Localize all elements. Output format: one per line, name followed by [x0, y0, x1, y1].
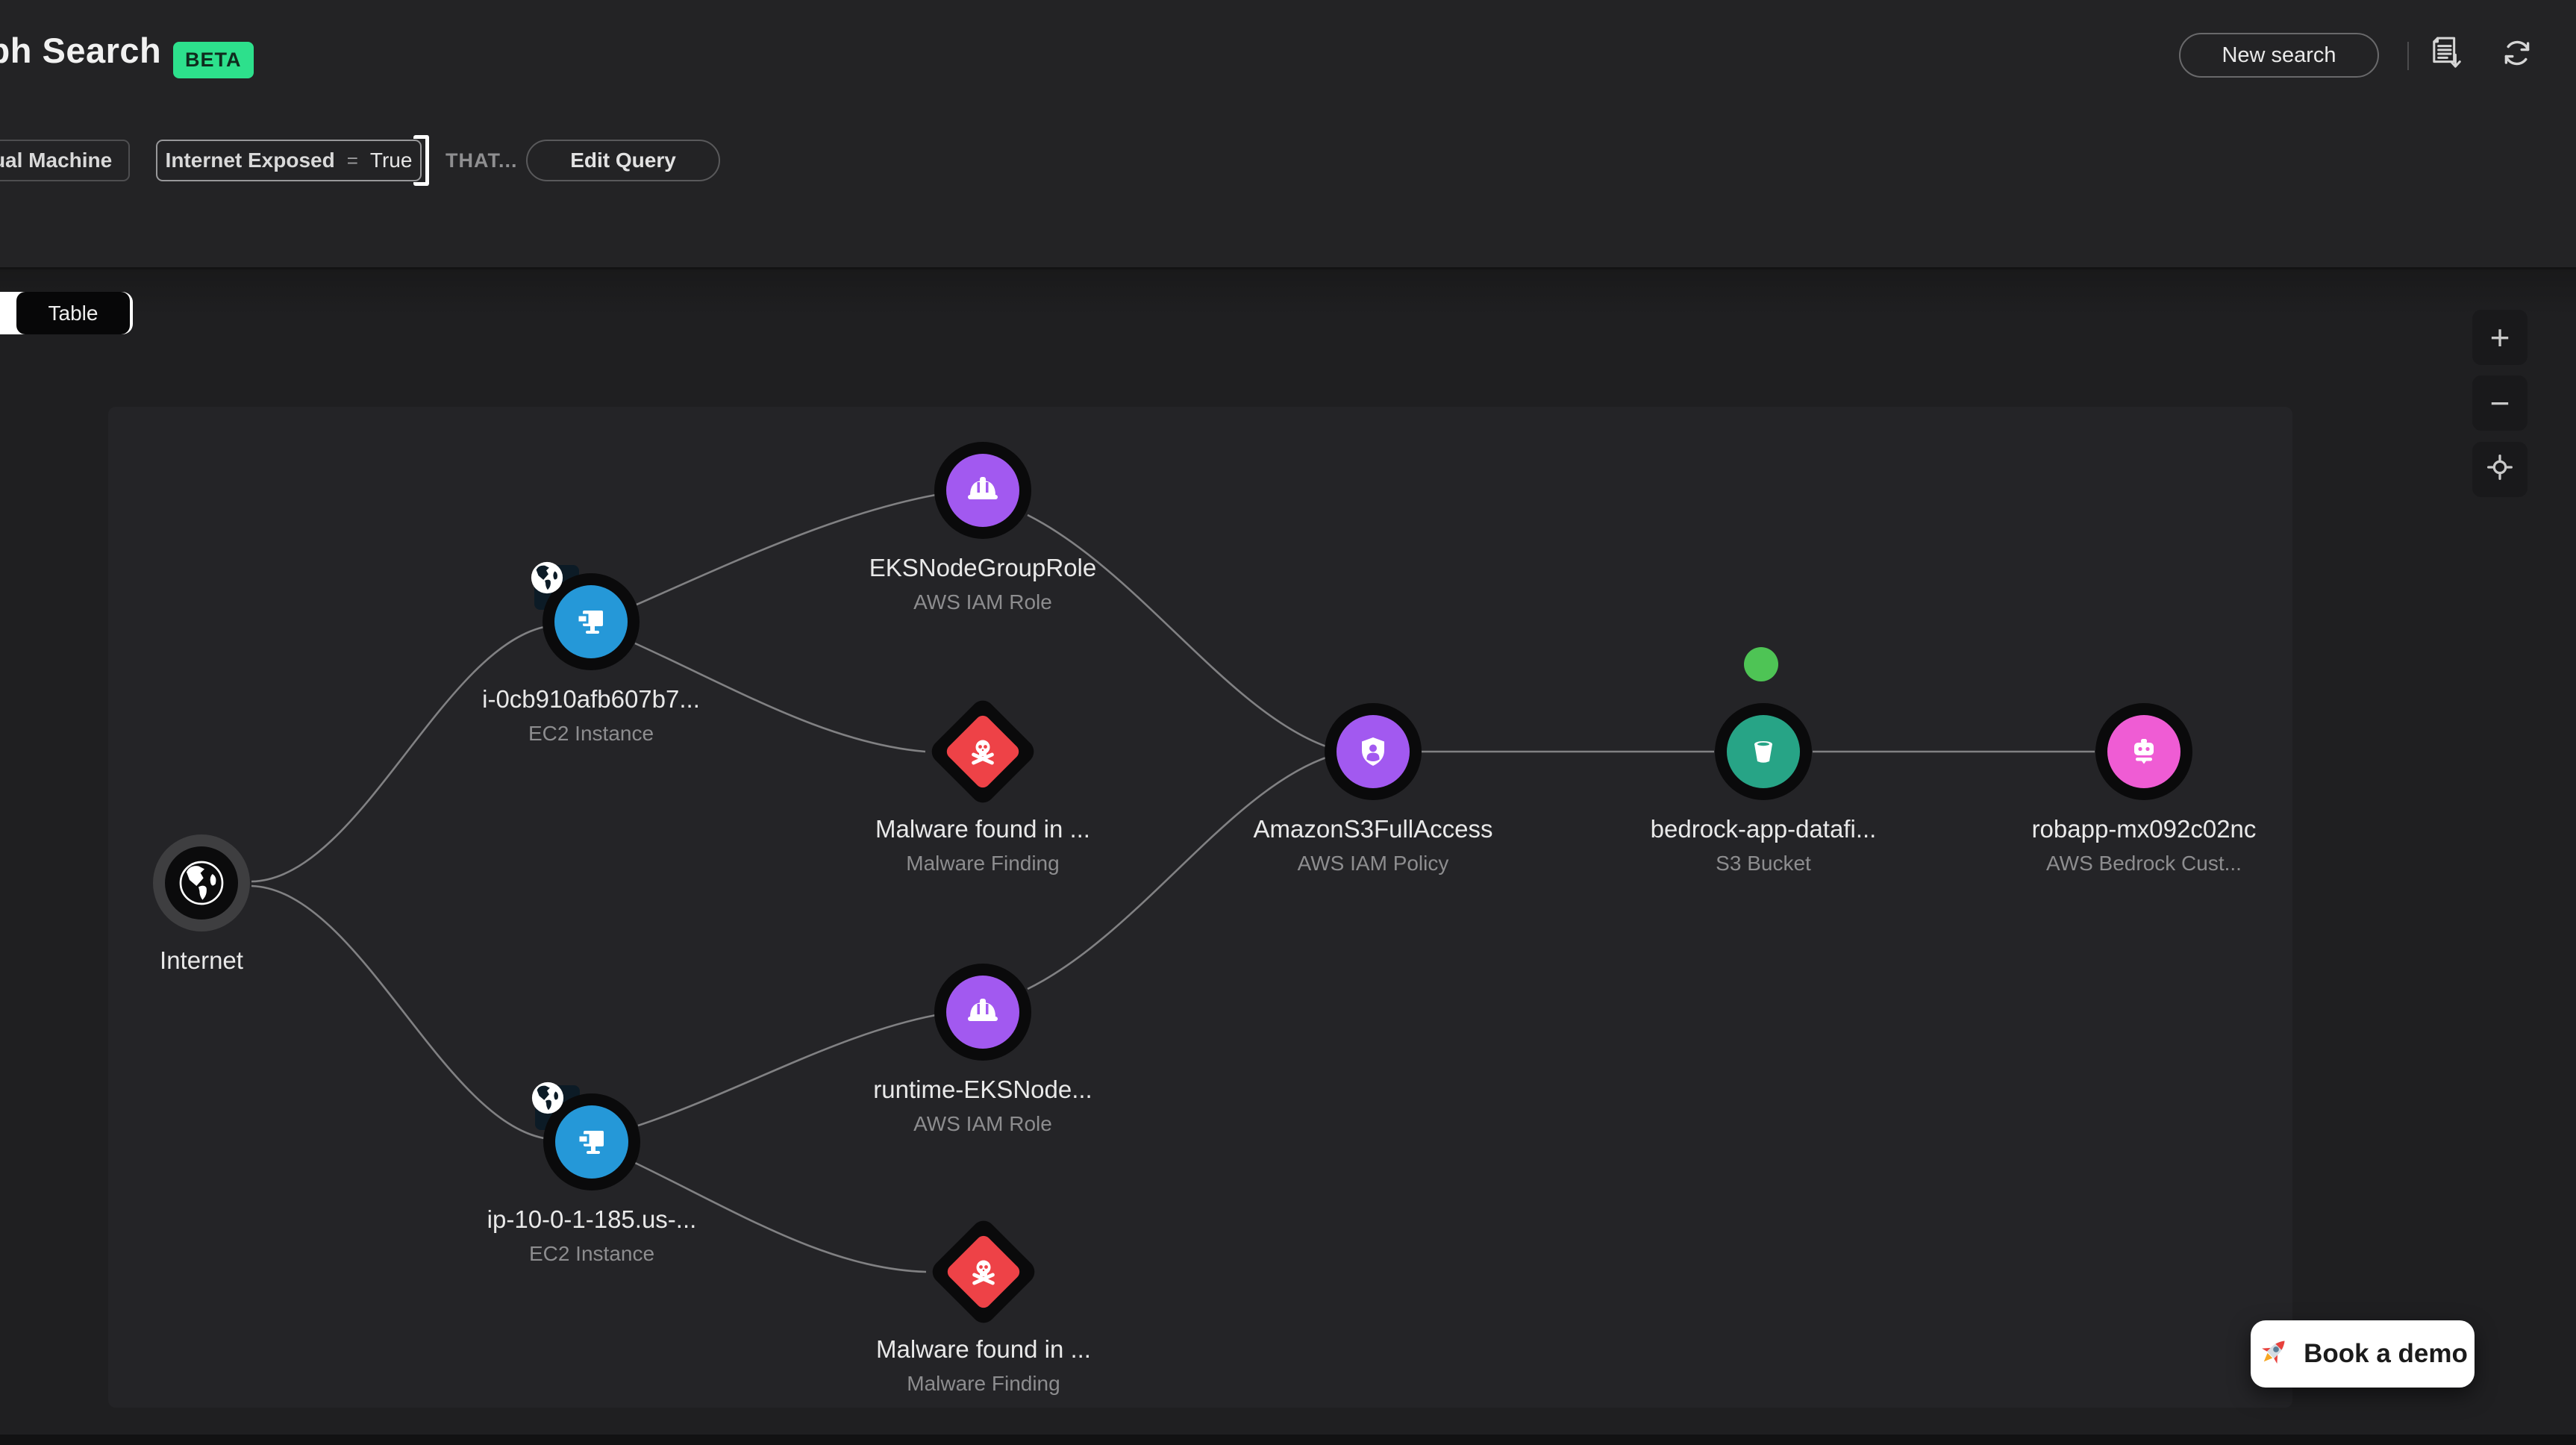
node-body: [1727, 715, 1800, 788]
node-type-label: AWS IAM Role: [913, 1112, 1052, 1135]
view-toggle-table-segment[interactable]: Table: [16, 292, 130, 334]
chip-field: Internet Exposed: [165, 149, 335, 172]
node-label: i-0cb910afb607b7...: [482, 685, 700, 713]
chip-label: Virtual Machine: [0, 149, 113, 172]
query-chip-virtual-machine[interactable]: Virtual Machine: [0, 140, 130, 181]
node-ring: [2095, 703, 2192, 800]
refresh-icon: [2497, 33, 2537, 77]
minus-icon: −: [2489, 384, 2510, 422]
book-demo-label: Book a demo: [2304, 1339, 2468, 1368]
globe-badge-icon: [530, 561, 564, 595]
book-demo-button[interactable]: Book a demo: [2251, 1320, 2475, 1388]
graph-edge-rt-role-s3-policy: [1027, 756, 1327, 990]
header-divider: [2407, 42, 2409, 70]
graph-edge-ec2-top-eks-role: [636, 493, 937, 606]
chip-selection-bracket: [413, 135, 429, 186]
graph-edge-ec2-bot-malware-2: [634, 1161, 927, 1273]
graph-edge-internet-ec2-top: [251, 625, 545, 883]
new-search-button[interactable]: New search: [2179, 33, 2379, 78]
graph-edge-ec2-top-malware-1: [634, 642, 926, 753]
node-label: AmazonS3FullAccess: [1253, 815, 1493, 843]
node-body: [946, 454, 1019, 527]
app-header: Graph Search BETA New search: [0, 0, 2576, 269]
node-label: bedrock-app-datafi...: [1650, 815, 1877, 843]
node-type-label: AWS Bedrock Cust...: [2046, 852, 2242, 875]
query-chip-internet-exposed[interactable]: Internet Exposed = True: [156, 135, 429, 186]
node-type-label: Malware Finding: [907, 1372, 1060, 1395]
status-dot-green: [1744, 647, 1778, 681]
node-body: [2107, 715, 2180, 788]
node-body: [555, 1105, 628, 1179]
node-type-label: EC2 Instance: [528, 1242, 655, 1265]
graph-edge-ec2-bot-rt-role: [637, 1014, 937, 1127]
query-connector-label: THAT...: [446, 149, 518, 172]
node-label: robapp-mx092c02nc: [2031, 815, 2257, 843]
node-body: [554, 585, 628, 658]
rocket-icon: [2257, 1334, 2292, 1375]
zoom-in-button[interactable]: +: [2472, 310, 2527, 365]
plus-icon: +: [2489, 318, 2510, 357]
node-ring: [934, 442, 1031, 539]
bottom-edge-strip: [0, 1435, 2576, 1445]
zoom-fit-button[interactable]: [2472, 442, 2527, 497]
node-type-label: S3 Bucket: [1716, 852, 1811, 875]
page-title: Graph Search: [0, 31, 162, 70]
node-ring: [934, 964, 1031, 1061]
refresh-button[interactable]: [2495, 33, 2539, 76]
node-ring: [153, 834, 250, 931]
node-type-label: AWS IAM Role: [913, 590, 1052, 614]
graph-edge-internet-ec2-bot: [251, 884, 545, 1140]
node-label: Malware found in ...: [875, 815, 1090, 843]
skull-crossbones-icon: [965, 734, 1001, 770]
crosshair-icon: [2483, 450, 2517, 490]
graph-edge-eks-role-s3-policy: [1027, 514, 1327, 748]
export-report-button[interactable]: [2424, 33, 2467, 76]
edit-query-button[interactable]: Edit Query: [526, 140, 720, 181]
node-type-label: Malware Finding: [906, 852, 1060, 875]
beta-badge: BETA: [173, 42, 254, 78]
content-top-shade: [0, 269, 2576, 314]
globe-badge-icon: [531, 1081, 565, 1115]
graph-canvas-panel[interactable]: [108, 407, 2292, 1408]
node-body: [165, 846, 238, 920]
zoom-out-button[interactable]: −: [2472, 375, 2527, 431]
node-body: [946, 976, 1019, 1049]
node-label: Internet: [160, 946, 243, 974]
node-label: runtime-EKSNode...: [873, 1076, 1092, 1103]
node-type-label: EC2 Instance: [528, 722, 654, 745]
node-label: Malware found in ...: [876, 1335, 1091, 1363]
node-ring: [1325, 703, 1422, 800]
node-body: [1337, 715, 1410, 788]
node-label: EKSNodeGroupRole: [869, 554, 1097, 581]
node-ring: [543, 1093, 640, 1190]
chip-value: True: [369, 149, 413, 172]
node-type-label: AWS IAM Policy: [1297, 852, 1449, 875]
node-label: ip-10-0-1-185.us-...: [487, 1205, 697, 1233]
node-ring: [543, 573, 640, 670]
skull-crossbones-icon: [966, 1254, 1001, 1290]
document-export-icon: [2425, 32, 2466, 78]
chip-operator: =: [346, 149, 358, 172]
node-ring: [1715, 703, 1812, 800]
